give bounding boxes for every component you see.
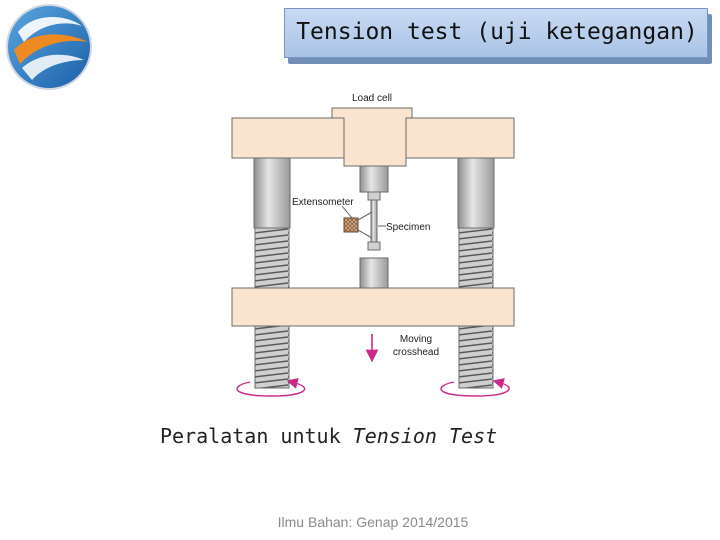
left-screw-upper xyxy=(254,227,290,289)
right-column xyxy=(457,157,495,229)
right-screw-lower xyxy=(458,325,494,389)
logo-icon xyxy=(6,4,92,90)
specimen-label: Specimen xyxy=(386,222,430,233)
moving-label-line1: Moving xyxy=(400,334,432,345)
footer-text: Ilmu Bahan: Genap 2014/2015 xyxy=(277,514,469,530)
moving-label-line2: crosshead xyxy=(393,347,439,358)
left-column xyxy=(253,157,291,229)
left-screw-lower xyxy=(254,325,290,389)
page-title: Tension test (uji ketegangan) xyxy=(296,19,698,45)
extensometer-arm-bottom xyxy=(357,229,373,239)
extensometer-block xyxy=(343,217,359,233)
title-banner: Tension test (uji ketegangan) xyxy=(284,8,712,64)
tension-test-diagram: Load cell Extensometer Specimen Moving c… xyxy=(231,93,515,397)
extensometer-label: Extensometer xyxy=(292,197,354,208)
rotation-arrow-icon xyxy=(440,378,510,397)
load-cell-block xyxy=(331,107,413,167)
specimen-shape xyxy=(367,191,381,201)
moving-crosshead xyxy=(231,287,515,327)
lower-grip xyxy=(359,257,389,289)
right-screw-upper xyxy=(458,227,494,289)
load-cell-label: Load cell xyxy=(352,93,392,104)
caption-italic: Tension Test xyxy=(352,424,498,448)
extensometer-arm-top xyxy=(357,211,373,221)
rotation-arrow-icon xyxy=(236,377,306,397)
title-face: Tension test (uji ketegangan) xyxy=(284,8,708,58)
figure-caption: Peralatan untuk Tension Test xyxy=(160,424,497,448)
upper-grip xyxy=(359,165,389,193)
extensometer-leader xyxy=(341,205,353,219)
specimen-shape-bottom xyxy=(367,241,381,251)
specimen-gauge xyxy=(370,199,378,243)
caption-text: Peralatan untuk xyxy=(160,424,353,448)
